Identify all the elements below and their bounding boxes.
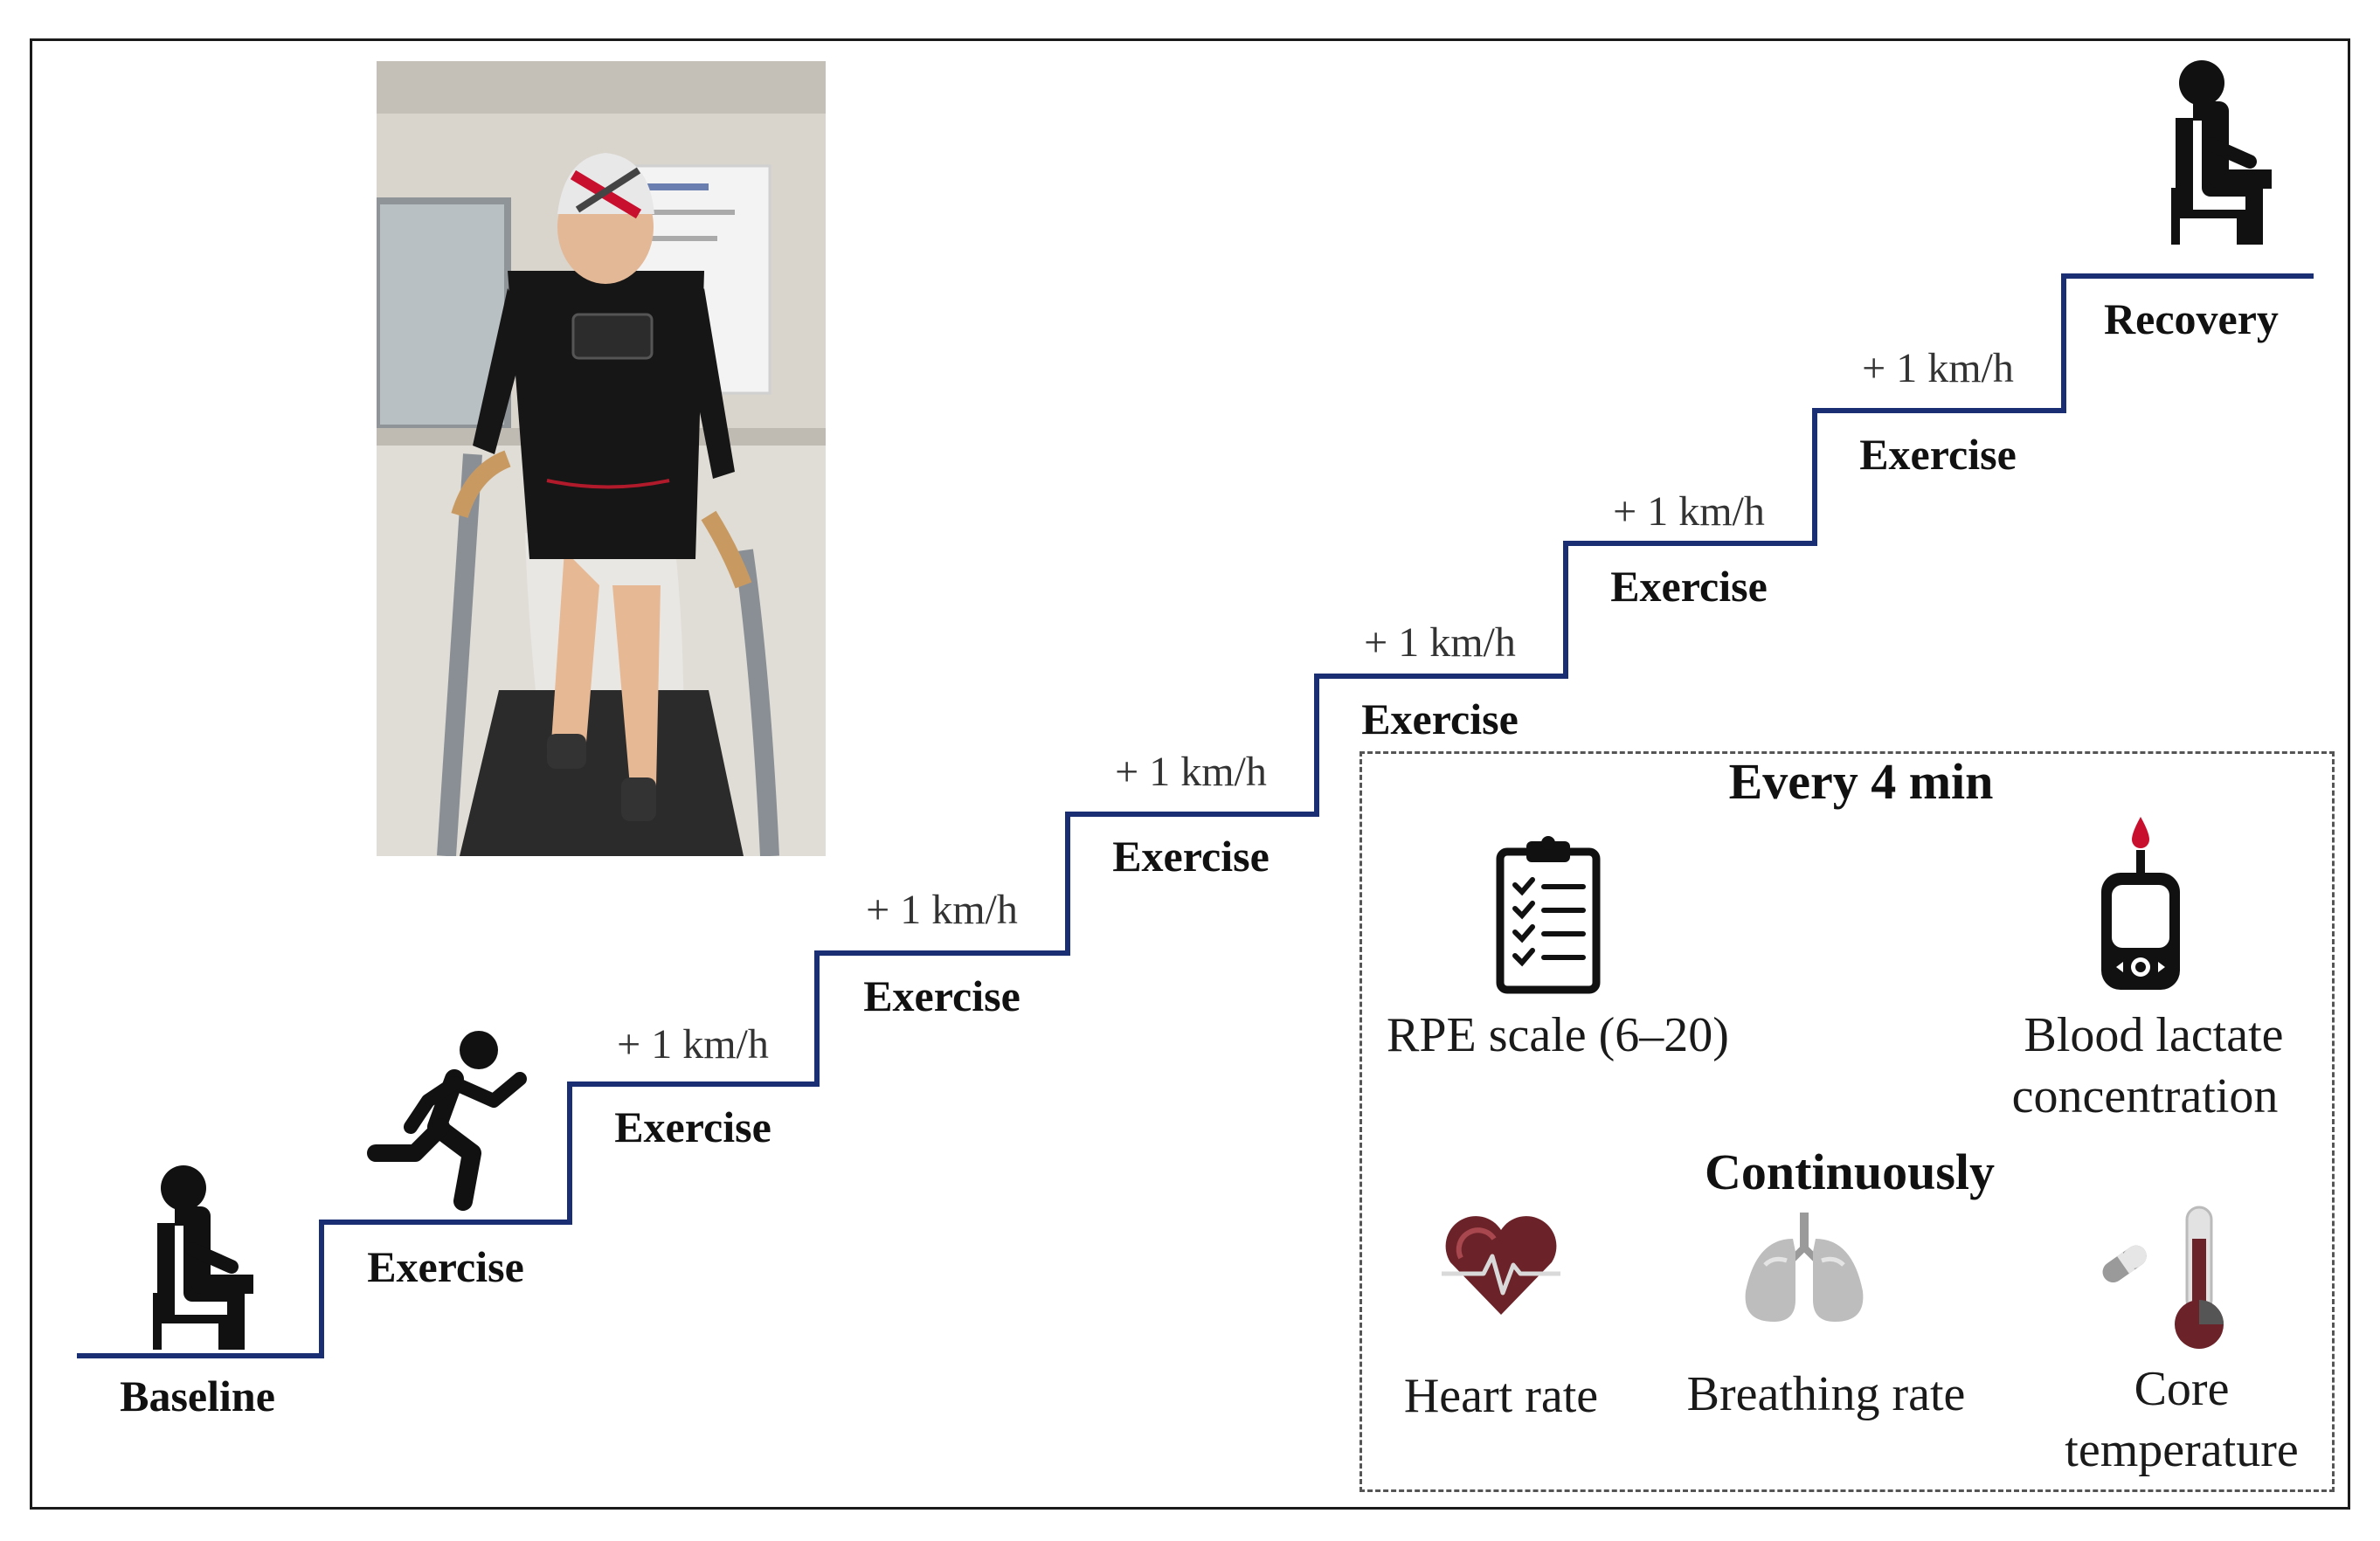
periodic-heading: Every 4 min xyxy=(1728,753,1994,810)
heart-rate-label: Heart rate xyxy=(1403,1369,1599,1423)
core-temperature-label-line-2: temperature xyxy=(2065,1423,2299,1477)
stage-label-exercise-5: Exercise xyxy=(1361,694,1519,743)
increment-label-3: + 1 km/h xyxy=(1115,749,1267,795)
increment-label-6: + 1 km/h xyxy=(1862,345,2014,391)
stage-label-exercise-7: Exercise xyxy=(1859,430,2017,479)
running-person-icon xyxy=(367,1031,527,1211)
thermometer-pill-icon xyxy=(2102,1206,2224,1349)
staircase-path xyxy=(77,273,2314,1358)
stage-label-baseline: Baseline xyxy=(120,1372,275,1420)
treadmill-photo-drawing xyxy=(377,61,826,856)
increment-label-4: + 1 km/h xyxy=(1364,619,1516,666)
stage-label-exercise-3: Exercise xyxy=(863,971,1020,1020)
sitting-person-icon-recovery xyxy=(2171,60,2272,245)
clipboard-checklist-icon xyxy=(1496,836,1601,994)
stage-label-exercise-4: Exercise xyxy=(1112,832,1270,881)
lactate-label-line-2: concentration xyxy=(2011,1069,2279,1123)
stage-label-exercise-1: Exercise xyxy=(367,1242,524,1291)
sitting-person-icon xyxy=(153,1165,253,1350)
stage-label-exercise-6: Exercise xyxy=(1610,562,1768,611)
increment-label-1: + 1 km/h xyxy=(617,1021,769,1068)
increment-label-5: + 1 km/h xyxy=(1613,488,1765,535)
measurements-box xyxy=(1360,751,2335,1492)
lactate-label-line-1: Blood lactate xyxy=(2024,1008,2284,1062)
treadmill-photo xyxy=(377,61,826,856)
heart-icon xyxy=(1442,1216,1560,1315)
stage-label-recovery: Recovery xyxy=(2104,294,2279,343)
core-temperature-label-line-1: Core xyxy=(2134,1362,2230,1416)
figure-frame xyxy=(30,38,2350,1510)
lungs-icon xyxy=(1745,1213,1864,1322)
stage-label-exercise-2: Exercise xyxy=(614,1102,771,1151)
rpe-label: RPE scale (6–20) xyxy=(1387,1008,1729,1062)
breathing-rate-label: Breathing rate xyxy=(1686,1367,1966,1421)
increment-label-2: + 1 km/h xyxy=(866,887,1018,933)
glucometer-icon xyxy=(2101,817,2180,990)
continuous-heading: Continuously xyxy=(1704,1144,1996,1200)
